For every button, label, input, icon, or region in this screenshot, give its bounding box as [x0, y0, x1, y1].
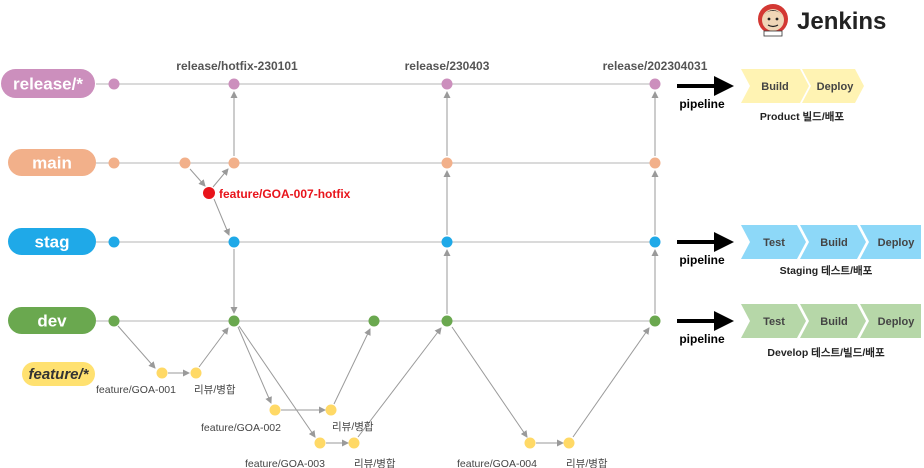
branch-pill-main: main: [8, 149, 96, 176]
tag-release-202304031: release/202304031: [603, 59, 708, 73]
branch-label-dev: dev: [37, 312, 67, 331]
hotfix-branch-label: feature/GOA-007-hotfix: [219, 187, 351, 201]
review-label: 리뷰/병합: [332, 421, 374, 433]
stage-deploy: [802, 69, 864, 103]
arrow-f3-merge: [357, 327, 442, 438]
commit-node: [108, 157, 120, 169]
arrow-main-to-hotfix-branch: [189, 168, 206, 187]
branch-pill-stag: stag: [8, 228, 96, 255]
commits-release: [108, 78, 661, 90]
commit-node: [108, 78, 120, 90]
stage-label: Build: [820, 316, 848, 328]
tag-release-hotfix: release/hotfix-230101: [176, 59, 298, 73]
commit-node: [156, 367, 168, 379]
commit-node: [325, 404, 337, 416]
commit-node: [179, 157, 191, 169]
commit-node: [563, 437, 575, 449]
commit-node: [649, 157, 661, 169]
review-label: 리뷰/병합: [566, 458, 608, 468]
release-tags: release/hotfix-230101 release/230403 rel…: [176, 59, 707, 73]
commit-node: [228, 157, 240, 169]
arrow-dev-to-f4: [451, 326, 528, 438]
commit-node: [108, 315, 120, 327]
stage-build: [800, 225, 866, 259]
arrow-f4-merge: [572, 327, 650, 438]
arrow-dev-to-f1: [117, 325, 156, 369]
stage-deploy: [860, 225, 921, 259]
branch-pill-feature: feature/*: [22, 362, 95, 386]
stage-test: [741, 304, 806, 338]
feature-label-goa-003: feature/GOA-003: [245, 458, 325, 468]
stage-test: [741, 225, 806, 259]
pipeline-arrow-label: pipeline: [679, 97, 725, 111]
pipeline-caption: Develop 테스트/빌드/배포: [767, 346, 885, 359]
commit-node: [228, 315, 240, 327]
branch-pill-release: release/*: [1, 69, 95, 98]
jenkins-butler-icon: [758, 4, 788, 37]
stage-deploy: [860, 304, 921, 338]
branch-label-release: release/*: [13, 75, 83, 94]
commit-node: [441, 157, 453, 169]
commit-node: [228, 236, 240, 248]
commit-node: [228, 78, 240, 90]
stage-label: Build: [761, 81, 789, 93]
pipeline-caption: Staging 테스트/배포: [780, 264, 873, 277]
commit-node-hotfix: [203, 187, 215, 199]
commit-node: [368, 315, 380, 327]
branch-label-main: main: [32, 154, 72, 173]
tag-release-230403: release/230403: [405, 59, 490, 73]
pipeline-product: pipeline Build Deploy Product 빌드/배포: [677, 69, 864, 123]
stage-label: Deploy: [878, 316, 916, 328]
arrow-hotfix-to-stag: [213, 198, 230, 236]
review-label: 리뷰/병합: [194, 384, 236, 396]
stage-label: Build: [820, 237, 848, 249]
commit-node: [649, 78, 661, 90]
feature-label-goa-002: feature/GOA-002: [201, 422, 281, 434]
commits-feature: [156, 367, 575, 449]
stage-build: [800, 304, 866, 338]
commit-node: [649, 315, 661, 327]
commits-stag: [108, 236, 661, 248]
pipeline-arrow-label: pipeline: [679, 253, 725, 267]
feature-labels: feature/GOA-001 리뷰/병합 feature/GOA-002 리뷰…: [96, 384, 608, 468]
stage-build: [741, 69, 809, 103]
commit-node: [108, 236, 120, 248]
jenkins-logo: Jenkins: [758, 4, 886, 37]
feature-label-goa-001: feature/GOA-001: [96, 384, 176, 396]
pipeline-staging: pipeline Test Build Deploy Staging 테스트/배…: [677, 225, 921, 277]
commit-node: [190, 367, 202, 379]
arrow-dev-to-f3: [238, 325, 316, 438]
review-label: 리뷰/병합: [354, 458, 396, 468]
pipeline-arrow-label: pipeline: [679, 332, 725, 346]
commit-node: [314, 437, 326, 449]
commit-node: [441, 315, 453, 327]
branch-label-feature: feature/*: [28, 366, 89, 383]
commit-node: [269, 404, 281, 416]
pipeline-caption: Product 빌드/배포: [760, 110, 844, 123]
pipeline-develop: pipeline Test Build Deploy Develop 테스트/빌…: [677, 304, 921, 359]
flow-arrows: [117, 91, 659, 447]
arrow-dev-to-f2: [237, 326, 272, 404]
stage-label: Test: [763, 316, 785, 328]
commit-node: [348, 437, 360, 449]
commit-node: [441, 78, 453, 90]
stage-label: Test: [763, 237, 785, 249]
arrow-f1-merge: [198, 327, 229, 368]
commits-main: [108, 157, 661, 169]
feature-label-goa-004: feature/GOA-004: [457, 458, 537, 468]
stage-label: Deploy: [817, 81, 855, 93]
commit-node: [441, 236, 453, 248]
arrow-hotfix-to-main: [212, 168, 229, 188]
commit-node: [524, 437, 536, 449]
branch-lines: [96, 83, 650, 322]
commit-hotfix: feature/GOA-007-hotfix: [203, 187, 351, 201]
commits-dev: [108, 315, 661, 327]
commit-node: [649, 236, 661, 248]
jenkins-logo-text: Jenkins: [797, 8, 886, 35]
branch-pill-dev: dev: [8, 307, 96, 334]
arrow-f2-merge: [333, 328, 371, 405]
branch-label-stag: stag: [35, 233, 70, 252]
stage-label: Deploy: [878, 237, 916, 249]
